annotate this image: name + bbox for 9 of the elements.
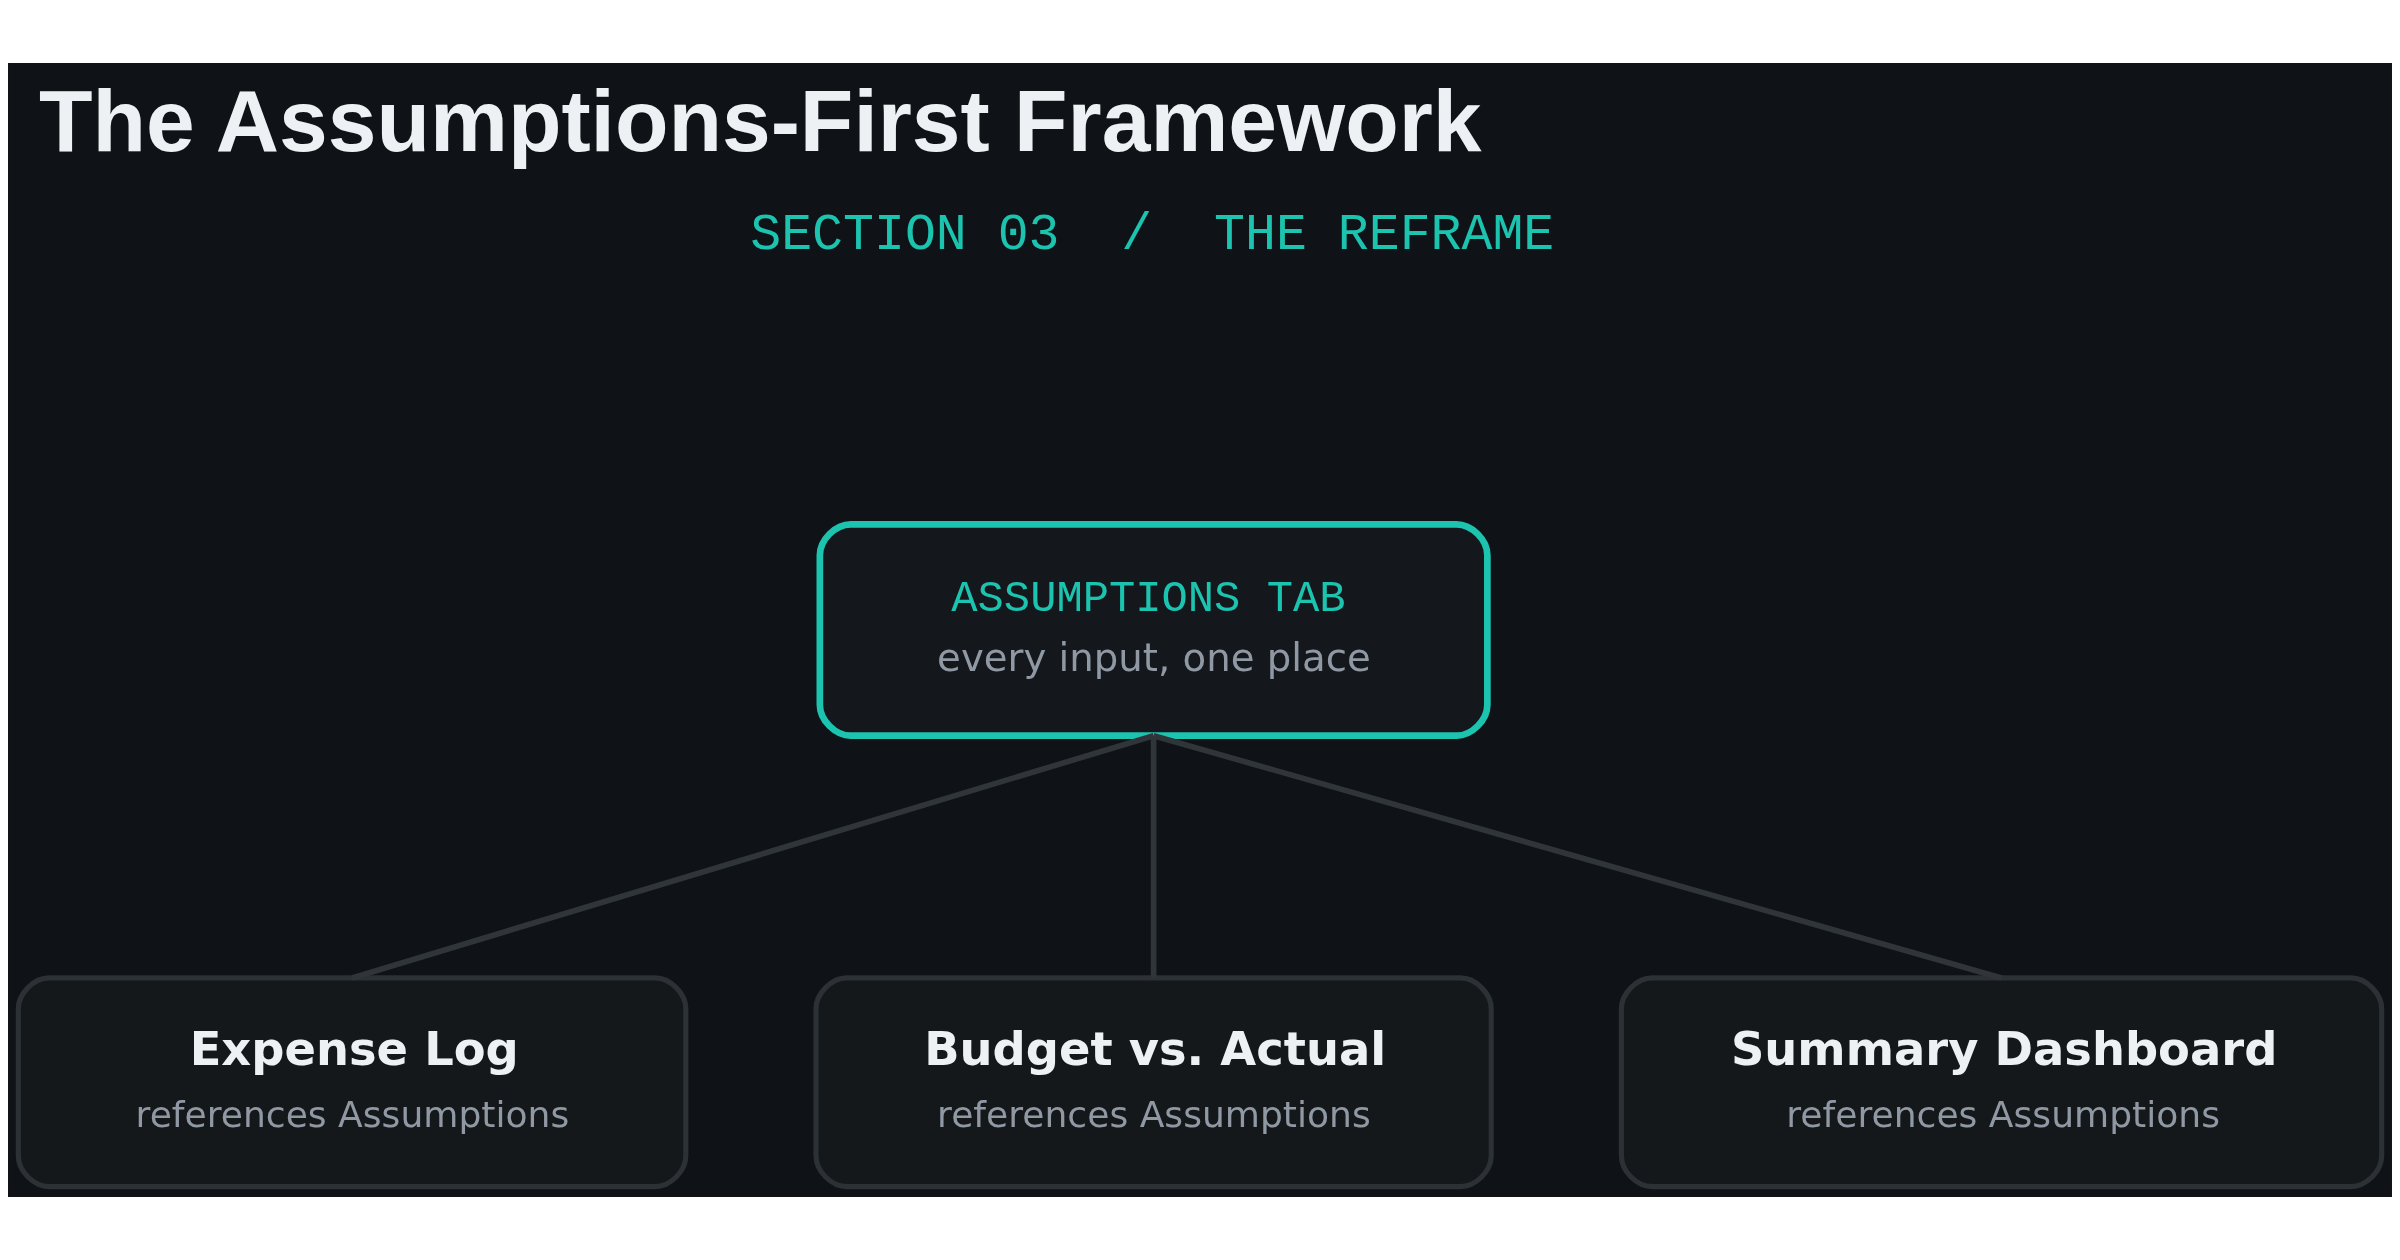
connector [351, 732, 1155, 981]
diagram-title: The Assumptions-First Framework [38, 72, 1482, 171]
node-box: Budget vs. Actual references Assumptions [813, 975, 1494, 1190]
node-box: Summary Dashboard references Assumptions [1618, 975, 2385, 1190]
connector [1152, 732, 2003, 981]
label: SECTION 03 / THE REFRAME [750, 205, 1555, 264]
node-box: Expense Log references Assumptions [15, 975, 689, 1190]
connector [1150, 735, 1157, 978]
node-box: ASSUMPTIONS TAB every input, one place [816, 521, 1491, 739]
